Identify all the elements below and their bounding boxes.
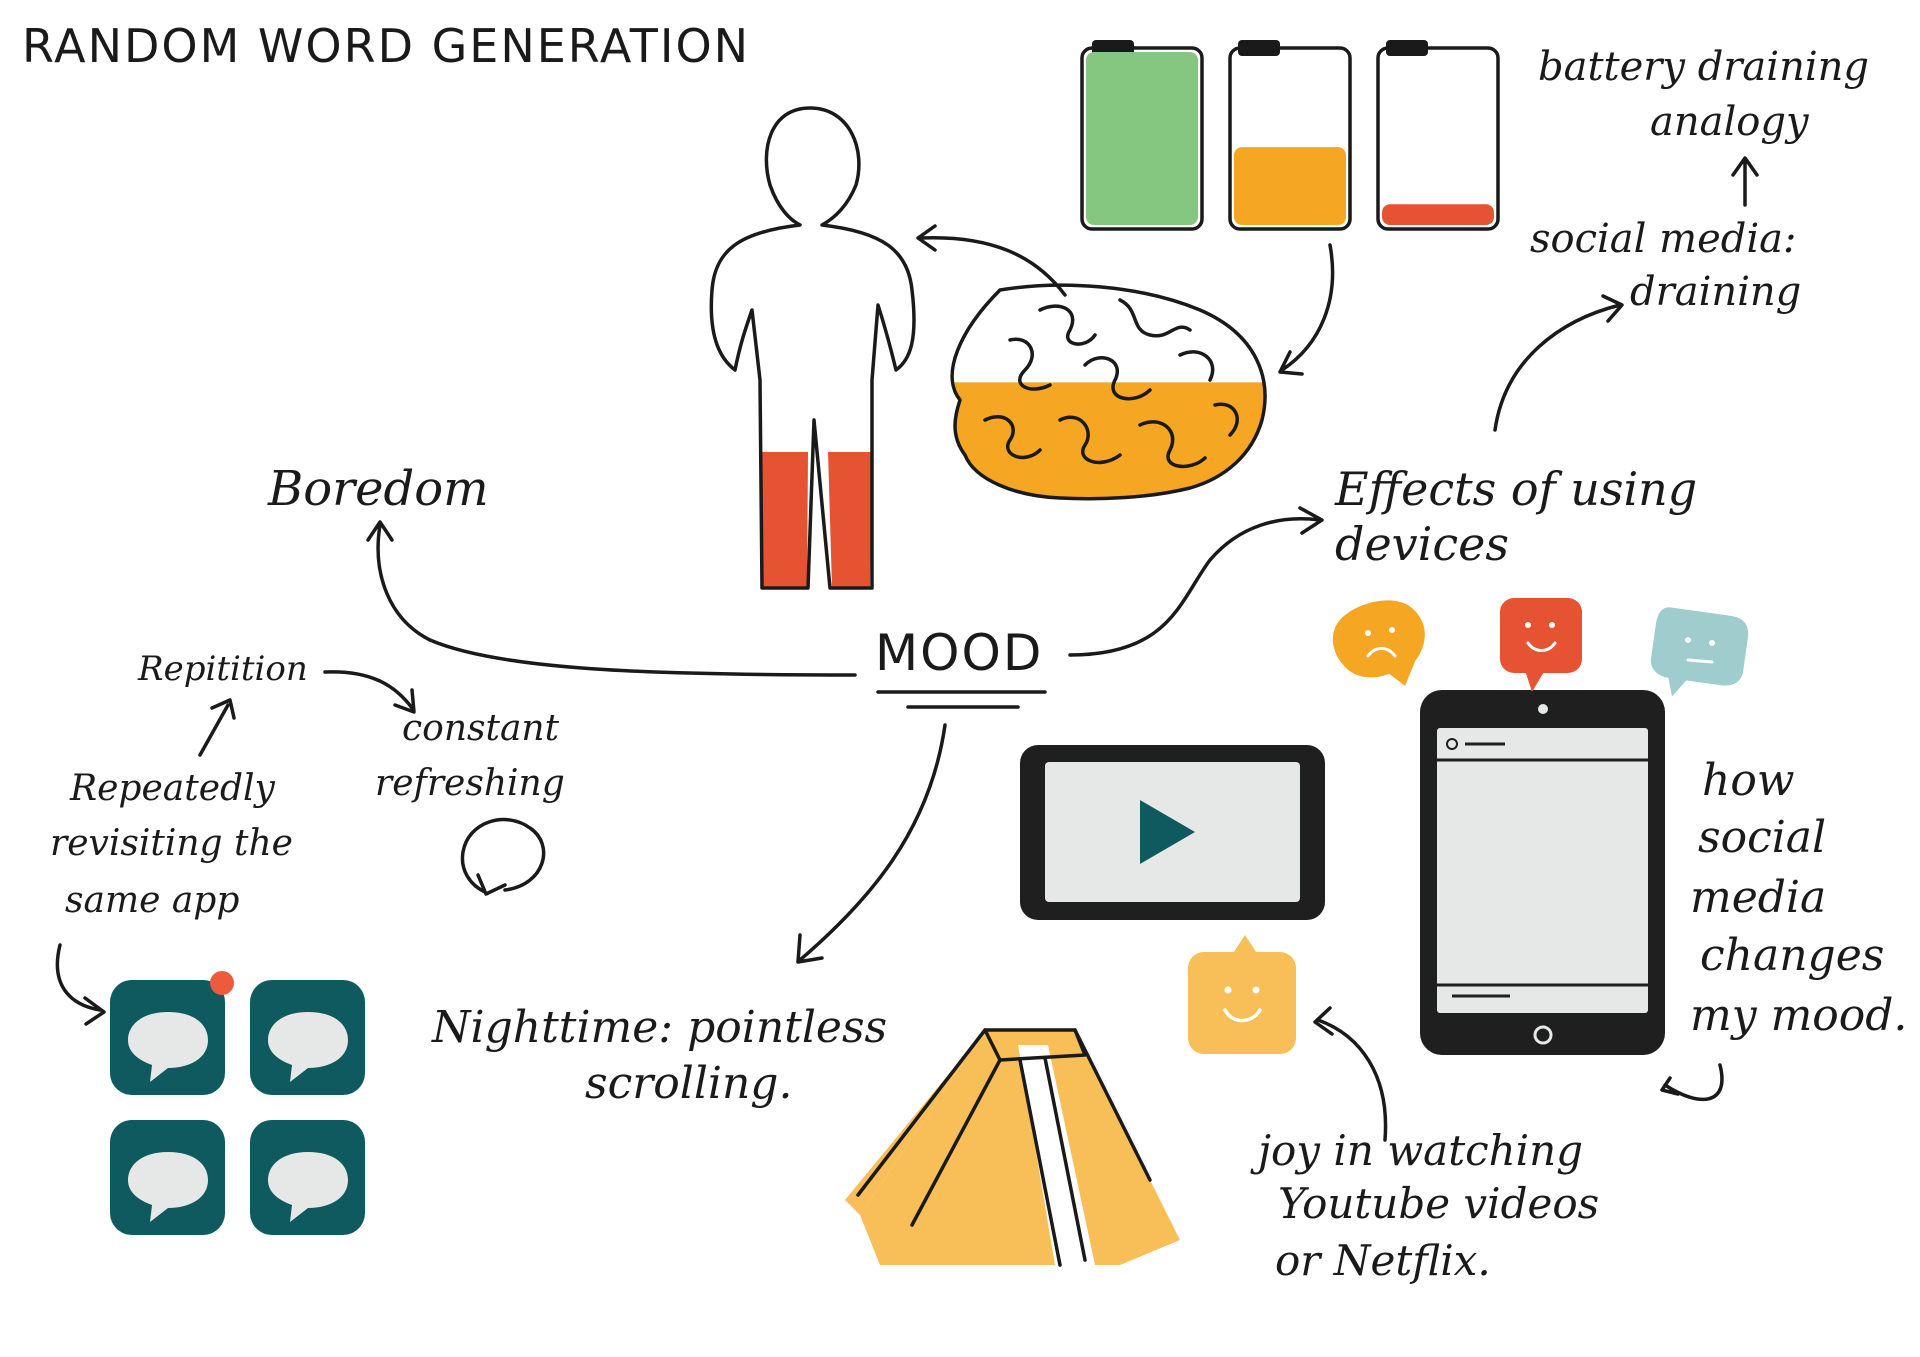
arrow-joy-to-smile: [1313, 1006, 1388, 1142]
social-tablet-icon: [1420, 690, 1665, 1055]
joy-label-line-2: Youtube videos: [1278, 1179, 1599, 1228]
arrow-up-to-battery-label: [1731, 156, 1759, 207]
arrow-effects-to-social-draining: [1493, 294, 1624, 432]
how-social-line-4: changes: [1700, 930, 1884, 981]
arrow-to-app-grid: [55, 943, 106, 1026]
sad-face-bubble-icon: [1332, 600, 1425, 686]
boredom-label: Boredom: [267, 461, 489, 517]
how-social-line-5: my mood.: [1690, 990, 1907, 1041]
arrow-brain-to-person: [916, 224, 1067, 297]
chat-app-icon: [250, 1120, 365, 1235]
arrow-mood-to-boredom: [366, 520, 857, 677]
chat-app-icon: [110, 971, 234, 1095]
how-social-line-2: social: [1698, 812, 1826, 863]
effects-label-line-1: Effects of using: [1334, 462, 1697, 516]
page-title: RANDOM WORD GENERATION: [22, 19, 750, 73]
neutral-face-bubble-icon: [1650, 607, 1749, 697]
video-tablet-icon: [1020, 745, 1325, 920]
mood-underline: [876, 690, 1047, 709]
repitition-label: Repitition: [137, 649, 308, 689]
nighttime-label-line-2: scrolling.: [585, 1058, 792, 1109]
nighttime-label-line-1: Nighttime: pointless: [431, 1002, 887, 1053]
constant-label-line-1: constant: [402, 708, 560, 749]
battery-label-line-2: analogy: [1650, 99, 1810, 145]
arrow-battery-to-brain: [1278, 243, 1335, 376]
repeatedly-label-line-3: same app: [65, 880, 239, 921]
battery-icon-full: [1080, 40, 1204, 231]
social-draining-line-1: social media:: [1530, 216, 1796, 262]
how-social-line-3: media: [1690, 872, 1826, 923]
chat-app-icon: [110, 1120, 225, 1235]
joy-label-line-1: joy in watching: [1250, 1126, 1583, 1175]
chat-app-icon: [250, 980, 365, 1095]
happy-face-bubble-icon: [1500, 598, 1582, 692]
constant-label-line-2: refreshing: [375, 763, 565, 804]
arrow-mood-to-nighttime: [796, 723, 947, 964]
battery-icon-half: [1228, 40, 1352, 231]
smile-bubble-icon: [1188, 935, 1296, 1054]
play-icon: [1140, 800, 1195, 864]
brain-icon: [950, 283, 1267, 501]
how-social-line-1: how: [1702, 755, 1795, 806]
refresh-icon: [460, 817, 546, 896]
arrow-to-social-tablet: [1660, 1063, 1724, 1101]
chat-app-icon-grid: [110, 971, 365, 1235]
lamp-icon: [845, 1028, 1180, 1267]
repeatedly-label-line-1: Repeatedly: [69, 768, 276, 809]
battery-label-line-1: battery draining: [1538, 44, 1869, 90]
social-draining-line-2: draining: [1630, 269, 1801, 315]
mood-label: MOOD: [875, 624, 1043, 682]
battery-icon-low: [1376, 40, 1500, 231]
repeatedly-label-line-2: revisiting the: [50, 823, 293, 864]
arrow-mood-to-effects: [1068, 506, 1324, 657]
effects-label-line-2: devices: [1335, 517, 1509, 571]
arrow-repeatedly-to-repitition: [198, 698, 236, 757]
person-icon: [709, 106, 916, 590]
joy-label-line-3: or Netflix.: [1275, 1236, 1491, 1285]
arrow-repitition-to-constant: [323, 670, 416, 714]
